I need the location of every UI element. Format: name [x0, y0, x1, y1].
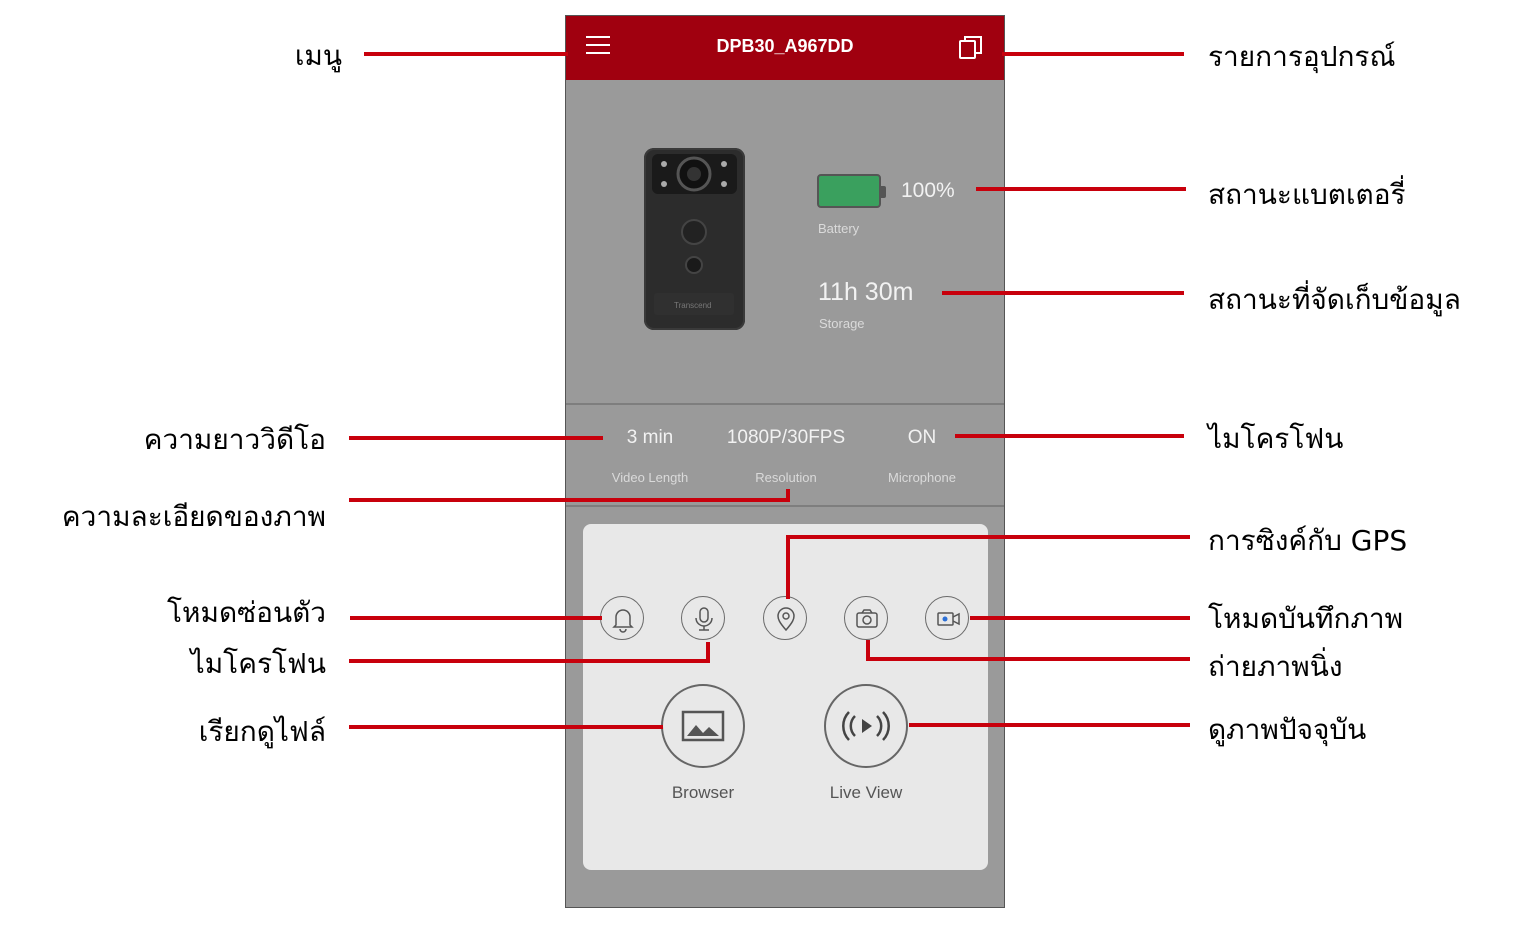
browser-label: Browser: [671, 783, 735, 802]
video-length-value[interactable]: 3 min: [626, 427, 674, 448]
leader-line: [786, 489, 790, 502]
status-section: [566, 80, 1004, 405]
callout-live-view: ดูภาพปัจจุบัน: [1208, 713, 1367, 746]
browser-button[interactable]: [661, 684, 745, 768]
location-pin-icon: [777, 607, 795, 632]
leader-line: [786, 535, 1190, 539]
microphone-value[interactable]: ON: [907, 427, 937, 448]
callout-snapshot: ถ่ายภาพนิ่ง: [1208, 650, 1343, 683]
callout-resolution: ความละเอียดของภาพ: [61, 500, 326, 533]
callout-menu: เมนู: [294, 39, 342, 72]
battery-label: Battery: [818, 221, 860, 236]
resolution-value[interactable]: 1080P/30FPS: [726, 427, 846, 448]
leader-line: [349, 725, 663, 729]
callout-storage-status: สถานะที่จัดเก็บข้อมูล: [1208, 283, 1461, 316]
video-length-label: Video Length: [611, 470, 689, 485]
app-title: DPB30_A967DD: [716, 36, 854, 56]
hamburger-menu-icon[interactable]: [586, 36, 610, 56]
settings-section: [566, 405, 1004, 507]
leader-line: [909, 723, 1190, 727]
bell-icon: [612, 609, 634, 633]
live-stream-icon: [842, 711, 890, 741]
phone-screen: DPB30_A967DD Transcend 100% Battery 11h …: [565, 15, 1005, 908]
callout-battery-status: สถานะแบตเตอรี่: [1208, 178, 1406, 211]
callout-video-length: ความยาววิดีโอ: [143, 423, 326, 456]
record-mode-button[interactable]: [925, 596, 969, 640]
storage-value: 11h 30m: [818, 278, 914, 306]
callout-browser: เรียกดูไฟล์: [198, 715, 326, 748]
battery-percent: 100%: [901, 179, 955, 202]
microphone-toggle-button[interactable]: [681, 596, 725, 640]
leader-line: [364, 52, 568, 56]
leader-line: [866, 640, 870, 661]
callout-gps-sync: การซิงค์กับ GPS: [1208, 524, 1408, 557]
snapshot-button[interactable]: [844, 596, 888, 640]
image-gallery-icon: [681, 710, 725, 742]
leader-line: [349, 436, 603, 440]
app-header: DPB30_A967DD: [566, 16, 1004, 80]
leader-line: [786, 535, 790, 599]
leader-line: [955, 434, 1184, 438]
svg-text:Transcend: Transcend: [674, 301, 712, 310]
video-record-icon: [937, 612, 960, 626]
battery-icon: [817, 174, 886, 208]
body-camera-image: Transcend: [644, 148, 745, 330]
callout-microphone-setting: ไมโครโฟน: [1208, 422, 1344, 455]
leader-line: [1002, 52, 1184, 56]
control-panel: Browser Live View: [583, 524, 988, 870]
microphone-icon: [695, 607, 713, 631]
leader-line: [942, 291, 1184, 295]
leader-line: [350, 616, 602, 620]
resolution-label: Resolution: [755, 470, 817, 485]
leader-line: [349, 498, 790, 502]
camera-icon: [856, 609, 878, 628]
callout-stealth-mode: โหมดซ่อนตัว: [166, 596, 326, 629]
microphone-label: Microphone: [888, 470, 956, 485]
leader-line: [706, 642, 710, 663]
storage-label: Storage: [819, 316, 865, 331]
leader-line: [976, 187, 1186, 191]
live-view-button[interactable]: [824, 684, 908, 768]
leader-line: [349, 659, 710, 663]
gps-sync-button[interactable]: [763, 596, 807, 640]
live-view-label: Live View: [829, 783, 903, 802]
leader-line: [866, 657, 1190, 661]
callout-record-mode: โหมดบันทึกภาพ: [1208, 602, 1404, 635]
device-list-icon[interactable]: [958, 34, 984, 60]
callout-microphone-toggle: ไมโครโฟน: [190, 647, 326, 680]
stealth-mode-button[interactable]: [600, 596, 644, 640]
leader-line: [970, 616, 1190, 620]
callout-device-list: รายการอุปกรณ์: [1208, 40, 1396, 73]
